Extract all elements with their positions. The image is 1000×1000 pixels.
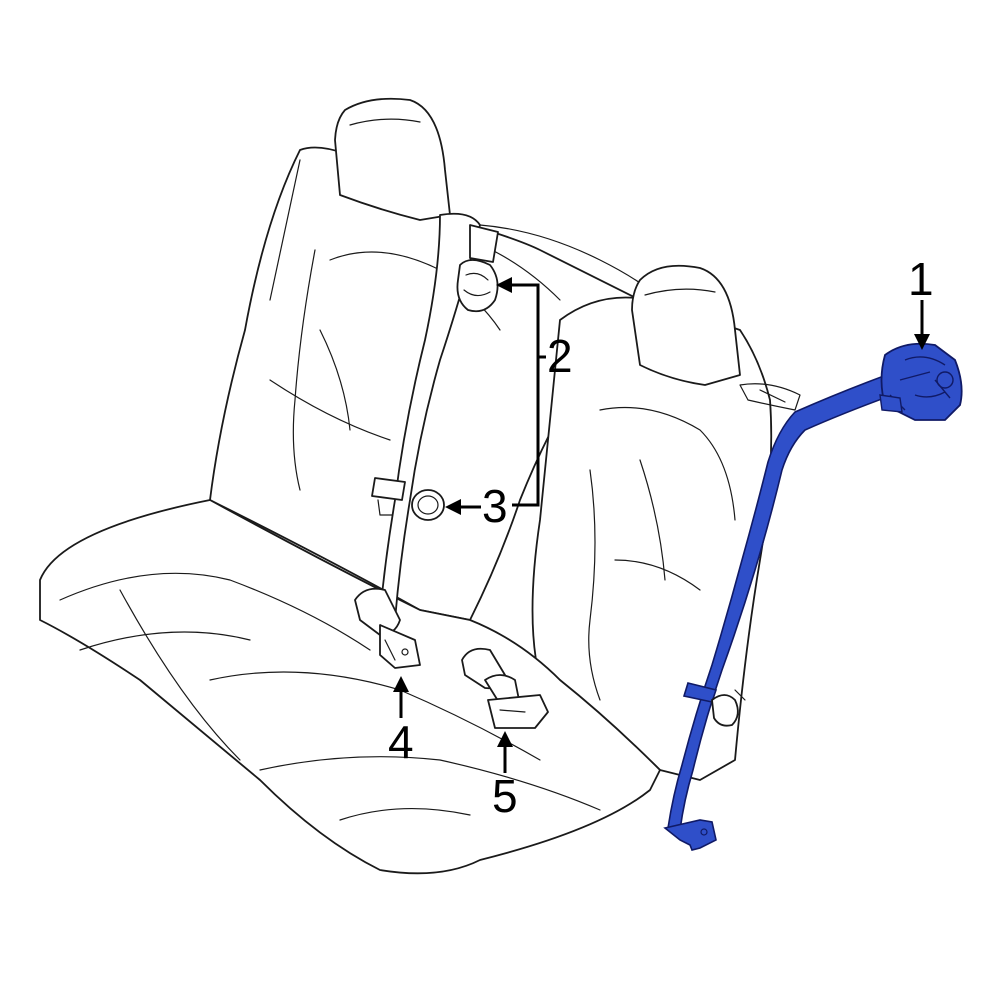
belt-grommet xyxy=(411,489,445,521)
leader-2 xyxy=(512,283,540,507)
left-seat-belt xyxy=(354,212,549,729)
arrow-4 xyxy=(393,676,409,692)
left-belt-upper-bracket xyxy=(469,224,499,263)
right-seatback xyxy=(531,296,773,781)
callout-2: 2 xyxy=(547,330,573,382)
callout-4: 4 xyxy=(388,716,414,768)
belt-lower-anchor xyxy=(663,819,717,851)
buckle-left xyxy=(354,587,421,669)
belt-retractor xyxy=(879,342,963,421)
callout-1: 1 xyxy=(908,253,934,305)
right-seat-belt-assembly xyxy=(663,342,963,851)
right-headrest xyxy=(631,264,741,386)
belt-guide-upper xyxy=(456,259,499,313)
seat-cushion xyxy=(39,499,661,875)
buckle-center xyxy=(461,647,549,729)
arrow-5 xyxy=(497,731,513,747)
arrow-3 xyxy=(445,499,461,515)
callout-3: 3 xyxy=(482,480,508,532)
callouts: 1 2 3 4 5 xyxy=(388,253,934,822)
callout-5: 5 xyxy=(492,770,518,822)
arrow-2 xyxy=(496,277,512,293)
arrow-1 xyxy=(914,334,930,350)
